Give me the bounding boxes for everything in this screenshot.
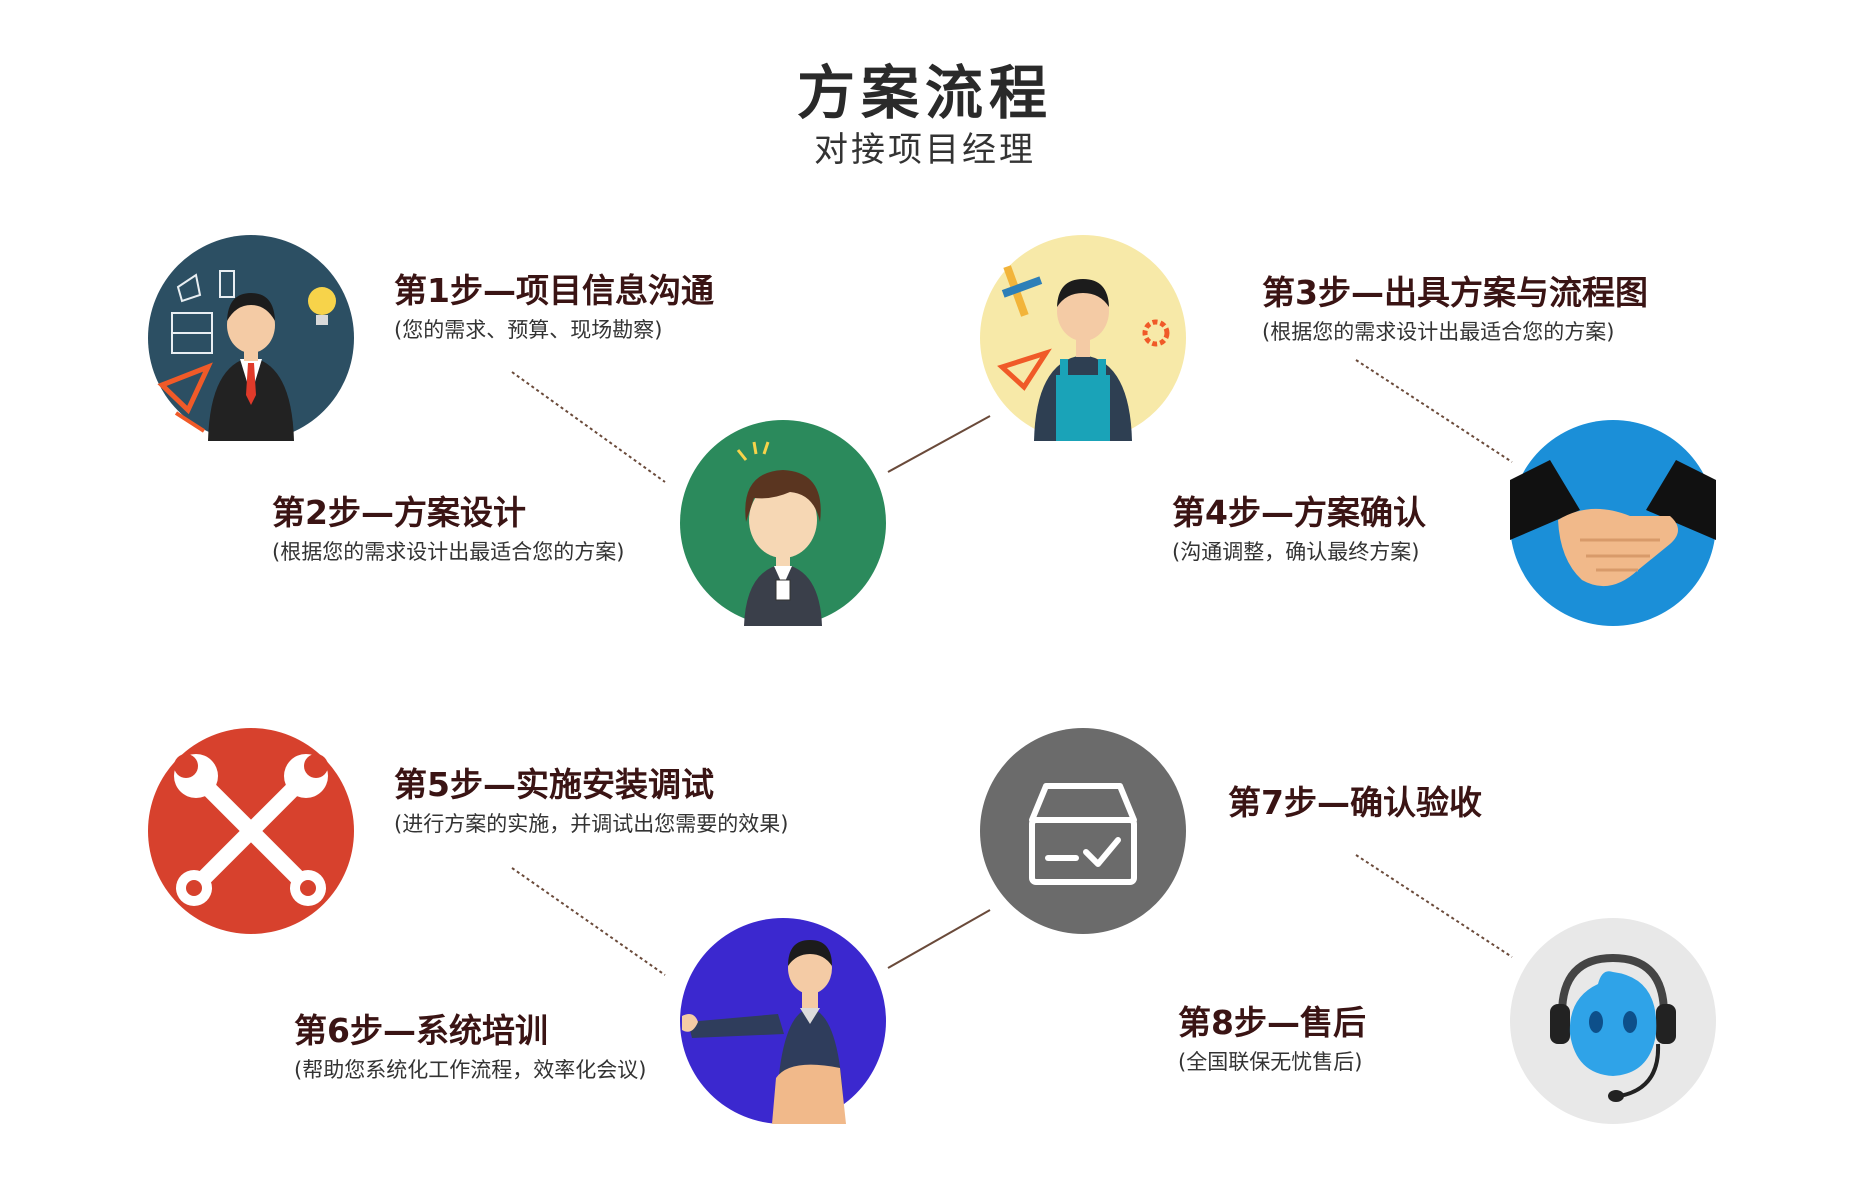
connector-3-4 [1355, 359, 1513, 463]
designer-icon [680, 420, 886, 626]
step-1-title: 第1步—项目信息沟通 [394, 271, 714, 310]
step-8-title: 第8步—售后 [1178, 1003, 1366, 1042]
engineer-icon [980, 235, 1186, 441]
step-7-title: 第7步—确认验收 [1228, 783, 1482, 822]
page-subtitle: 对接项目经理 [814, 130, 1036, 170]
connector-7-8 [1355, 854, 1513, 958]
step-8-desc: (全国联保无忧售后) [1178, 1050, 1363, 1074]
support-headset-icon [1510, 918, 1716, 1124]
step-2-title: 第2步—方案设计 [272, 493, 526, 532]
checkbox-icon [980, 728, 1186, 934]
step-4-desc: (沟通调整，确认最终方案) [1172, 540, 1420, 564]
connector-6-7 [887, 909, 991, 969]
connector-2-3 [887, 415, 991, 473]
step-3-title: 第3步—出具方案与流程图 [1262, 273, 1648, 312]
step-4-title: 第4步—方案确认 [1172, 493, 1426, 532]
step-5-title: 第5步—实施安装调试 [394, 765, 714, 804]
connector-5-6 [511, 867, 666, 976]
businessman-icon [148, 235, 354, 441]
page-title: 方案流程 [796, 59, 1053, 127]
presenter-icon [680, 918, 886, 1124]
step-6-title: 第6步—系统培训 [294, 1011, 548, 1050]
step-2-desc: (根据您的需求设计出最适合您的方案) [272, 540, 625, 564]
step-1-desc: (您的需求、预算、现场勘察) [394, 318, 663, 342]
wrench-icon [148, 728, 354, 934]
connector-1-2 [511, 371, 666, 483]
handshake-icon [1510, 420, 1716, 626]
step-5-desc: (进行方案的实施，并调试出您需要的效果) [394, 812, 789, 836]
step-3-desc: (根据您的需求设计出最适合您的方案) [1262, 320, 1615, 344]
step-6-desc: (帮助您系统化工作流程，效率化会议) [294, 1058, 647, 1082]
